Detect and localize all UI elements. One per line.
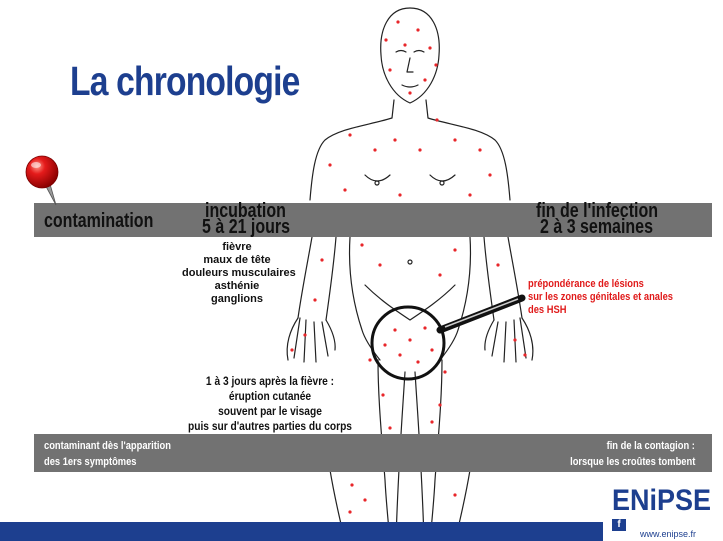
symptom-item: maux de tête [182, 254, 292, 267]
rash-line: éruption cutanée [177, 389, 364, 404]
rash-line: souvent par le visage [177, 404, 364, 419]
rash-text: 1 à 3 jours après la fièvre : éruption c… [160, 374, 380, 434]
rash-line: 1 à 3 jours après la fièvre : [177, 374, 364, 389]
page-title: La chronologie [70, 58, 299, 105]
contagion-end-line1: fin de la contagion : [607, 439, 695, 453]
facebook-icon: f [612, 519, 626, 531]
contamination-label: contamination [44, 213, 153, 229]
rash-line: puis sur d'autres parties du corps [177, 419, 364, 434]
map-pin-icon [22, 153, 70, 209]
contagion-start-line2: des 1ers symptômes [44, 455, 137, 469]
symptom-item: ganglions [182, 293, 292, 306]
incubation-duration: 5 à 21 jours [202, 219, 290, 235]
lesion-line: des HSH [528, 304, 673, 317]
logo-url: www.enipse.fr [640, 529, 696, 539]
contagion-start-line1: contaminant dès l'apparition [44, 439, 171, 453]
contagion-end-line2: lorsque les croûtes tombent [570, 455, 695, 469]
symptom-item: asthénie [182, 280, 292, 293]
end-infection-duration: 2 à 3 semaines [540, 219, 653, 235]
lesion-line: sur les zones génitales et anales [528, 291, 673, 304]
symptom-item: fièvre [182, 241, 292, 254]
symptom-list: fièvre maux de tête douleurs musculaires… [182, 241, 292, 306]
lesion-line: prépondérance de lésions [528, 278, 673, 291]
lesion-note: prépondérance de lésions sur les zones g… [528, 278, 699, 317]
footer-bar [0, 522, 603, 541]
symptom-item: douleurs musculaires [182, 267, 292, 280]
enipse-logo: ENiPSE [612, 484, 711, 518]
